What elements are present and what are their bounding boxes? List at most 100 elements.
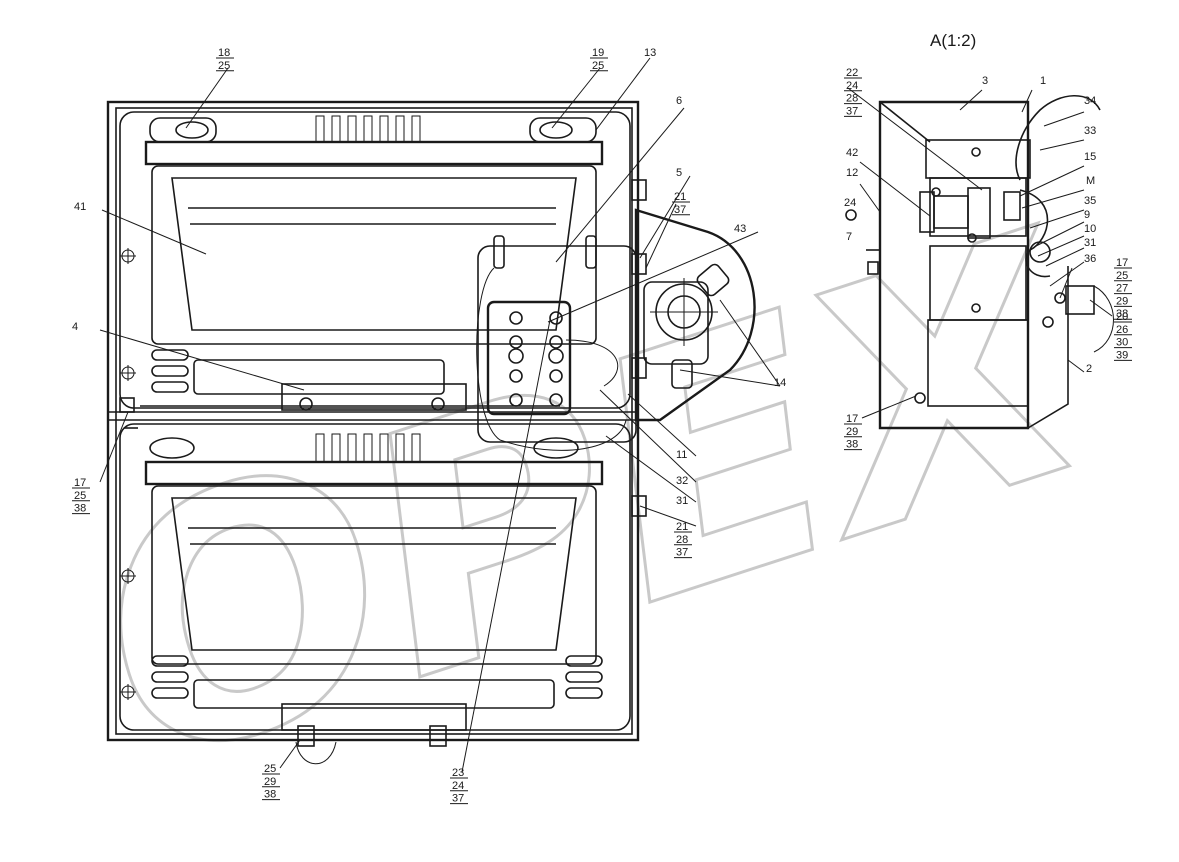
leader-lines (99, 57, 1113, 773)
callout-number: 2 (1086, 363, 1092, 375)
callout-c7: 7 (846, 231, 852, 243)
callout-number: 21 (674, 191, 686, 203)
callout-number: 10 (1084, 223, 1096, 235)
callout-number: 43 (734, 223, 746, 235)
callout-c35: 35 (1084, 195, 1096, 207)
clamp-bar-lower (281, 703, 467, 765)
callout-cM: M (1086, 175, 1095, 187)
callout-number: 22 (846, 67, 858, 79)
callout-c4: 4 (72, 321, 78, 333)
callout-number: M (1086, 175, 1095, 187)
left-nut (119, 397, 138, 429)
callout-number: 39 (1116, 349, 1128, 361)
callout-c11: 11 (676, 449, 687, 461)
callout-number: 29 (264, 776, 276, 788)
callout-number: 28 (676, 534, 688, 546)
callout-number: 9 (1084, 209, 1090, 221)
callout-c42: 42 (846, 147, 858, 159)
callout-number: 24 (452, 780, 464, 792)
callout-number: 25 (74, 490, 86, 502)
watermark-text: OPEX (52, 161, 1137, 840)
callout-number: 17 (74, 477, 86, 489)
callout-number: 38 (1116, 308, 1128, 320)
callout-number: 1 (1040, 75, 1046, 87)
callout-c10: 10 (1084, 223, 1096, 235)
callout-number: 18 (218, 47, 230, 59)
clamp-bar-upper (140, 383, 560, 411)
callout-number: 19 (592, 47, 604, 59)
callout-number: 12 (846, 167, 858, 179)
callout-number: 37 (846, 105, 858, 117)
callout-c34: 34 (1084, 95, 1096, 107)
callout-c9: 9 (1084, 209, 1090, 221)
callout-c3: 3 (982, 75, 988, 87)
callout-number: 15 (1084, 151, 1096, 163)
callout-number: 24 (846, 80, 858, 92)
view-title: A(1:2) (930, 31, 976, 50)
callout-number: 25 (1116, 270, 1128, 282)
callout-number: 29 (846, 426, 858, 438)
callout-number: 38 (264, 789, 276, 801)
callout-c13: 13 (644, 47, 656, 59)
callout-number: 34 (1084, 95, 1096, 107)
callout-number: 17 (1116, 257, 1128, 269)
callout-number: 3 (982, 75, 988, 87)
callout-number: 24 (844, 197, 856, 209)
callout-number: 31 (676, 495, 688, 507)
section-view-a (845, 95, 1114, 430)
callout-number: 37 (676, 547, 688, 559)
callout-number: 25 (592, 60, 604, 72)
callout-c15: 15 (1084, 151, 1096, 163)
callout-c43: 43 (734, 223, 746, 235)
switch-unit (631, 179, 756, 517)
callout-c2: 2 (1086, 363, 1092, 375)
callout-number: 11 (676, 449, 687, 461)
callout-labels: 1825192513641521374341411323121283717253… (72, 47, 1132, 805)
callout-number: 28 (846, 93, 858, 105)
battery-lower (119, 423, 631, 731)
callout-number: 23 (452, 767, 464, 779)
left-holes (120, 248, 136, 700)
callout-c5: 5 (676, 167, 682, 179)
callout-number: 38 (846, 439, 858, 451)
callout-number: 13 (644, 47, 656, 59)
callout-number: 27 (1116, 283, 1128, 295)
battery-upper (119, 111, 631, 409)
callout-number: 25 (264, 763, 276, 775)
callout-c24: 24 (844, 197, 856, 209)
callout-number: 29 (1116, 295, 1128, 307)
callout-c6: 6 (676, 95, 682, 107)
main-view (106, 100, 756, 765)
callout-number: 6 (676, 95, 682, 107)
callout-c33: 33 (1084, 125, 1096, 137)
callout-c36: 36 (1084, 253, 1096, 265)
callout-number: 25 (218, 60, 230, 72)
callout-number: 20 (1116, 311, 1128, 323)
callout-c31a: 31 (676, 495, 688, 507)
callout-c41: 41 (74, 201, 86, 213)
callout-number: 26 (1116, 324, 1128, 336)
callout-number: 35 (1084, 195, 1096, 207)
callout-number: 37 (452, 793, 464, 805)
callout-number: 7 (846, 231, 852, 243)
callout-number: 14 (774, 377, 786, 389)
callout-c12: 12 (846, 167, 858, 179)
callout-c1: 1 (1040, 75, 1046, 87)
callout-c31b: 31 (1084, 237, 1096, 249)
callout-number: 31 (1084, 237, 1096, 249)
callout-number: 37 (674, 204, 686, 216)
callout-number: 21 (676, 521, 688, 533)
callout-number: 5 (676, 167, 682, 179)
callout-number: 38 (74, 503, 86, 515)
callout-number: 33 (1084, 125, 1096, 137)
